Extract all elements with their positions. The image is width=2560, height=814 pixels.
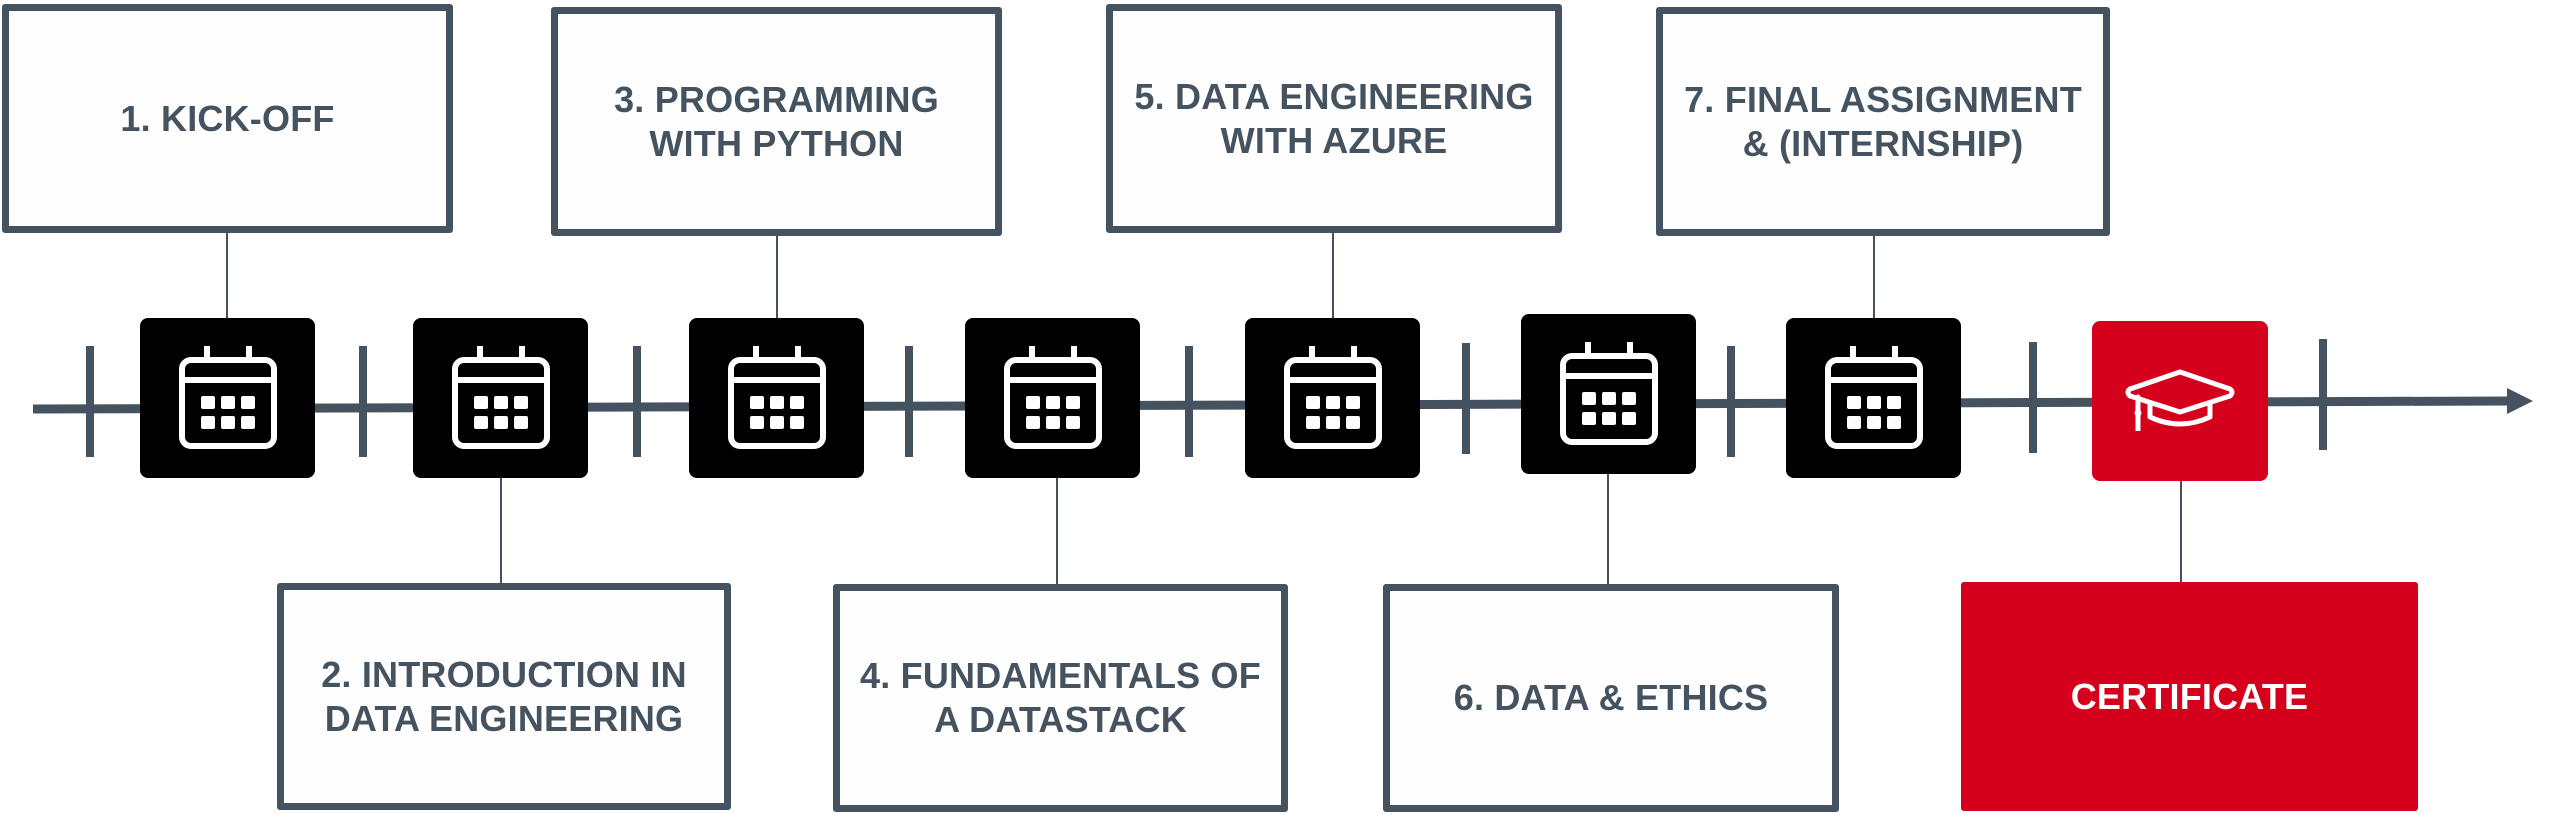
step-box-7: 7. FINAL ASSIGNMENT & (INTERNSHIP): [1656, 7, 2110, 236]
step-box-4: 4. FUNDAMENTALS OF A DATASTACK: [833, 584, 1288, 812]
timeline-arrowhead: [2507, 388, 2533, 414]
timeline-node-6: [1521, 314, 1696, 474]
timeline-node-3: [689, 318, 864, 478]
calendar-icon: [1559, 342, 1658, 445]
certificate-box: CERTIFICATE: [1961, 582, 2418, 811]
calendar-icon: [1283, 346, 1382, 449]
calendar-icon: [1003, 346, 1102, 449]
calendar-icon: [178, 346, 277, 449]
connector-step-2: [500, 478, 502, 584]
step-label-2: 2. INTRODUCTION IN DATA ENGINEERING: [321, 653, 687, 739]
step-label-7: 7. FINAL ASSIGNMENT & (INTERNSHIP): [1684, 78, 2082, 164]
step-label-4: 4. FUNDAMENTALS OF A DATASTACK: [860, 655, 1261, 740]
timeline-node-5: [1245, 318, 1420, 478]
timeline-node-4: [965, 318, 1140, 478]
timeline-node-7: [1786, 318, 1961, 478]
connector-certificate: [2180, 480, 2182, 583]
step-box-3: 3. PROGRAMMING WITH PYTHON: [551, 7, 1002, 236]
step-box-6: 6. DATA & ETHICS: [1383, 584, 1839, 812]
certificate-label: CERTIFICATE: [2070, 675, 2309, 717]
step-label-5: 5. DATA ENGINEERING WITH AZURE: [1134, 75, 1534, 161]
connector-step-3: [776, 236, 778, 318]
connector-step-4: [1056, 478, 1058, 584]
graduation-cap-icon: [2125, 369, 2235, 431]
step-box-5: 5. DATA ENGINEERING WITH AZURE: [1106, 4, 1562, 233]
calendar-icon: [451, 346, 550, 449]
timeline-node-2: [413, 318, 588, 478]
connector-step-5: [1332, 232, 1334, 318]
connector-step-6: [1607, 473, 1609, 584]
timeline-node-1: [140, 318, 315, 478]
connector-step-7: [1873, 236, 1875, 318]
calendar-icon: [1824, 346, 1923, 449]
timeline-node-certificate: [2092, 321, 2268, 481]
timeline-ticks: [86, 339, 2327, 457]
connector-step-1: [226, 232, 228, 318]
step-box-2: 2. INTRODUCTION IN DATA ENGINEERING: [277, 583, 731, 810]
step-label-1: 1. KICK-OFF: [120, 97, 335, 139]
step-label-6: 6. DATA & ETHICS: [1453, 677, 1769, 718]
step-label-3: 3. PROGRAMMING WITH PYTHON: [614, 78, 939, 164]
step-box-1: 1. KICK-OFF: [2, 4, 453, 233]
calendar-icon: [727, 346, 826, 449]
